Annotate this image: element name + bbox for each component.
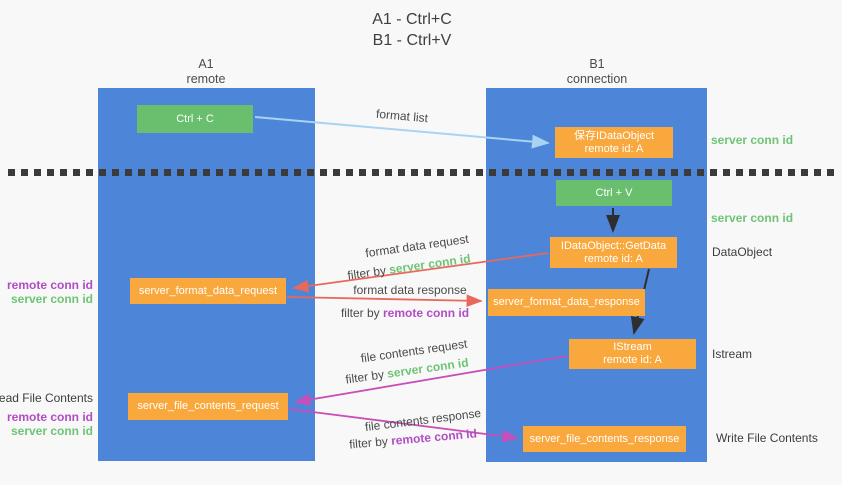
server-format-data-request-box: server_format_data_request: [130, 278, 286, 304]
server-conn-id-annotation-top: server conn id: [711, 133, 794, 147]
remote-conn-id-annotation-2: remote conn id: [6, 410, 93, 424]
server-conn-id-annotation-2: server conn id: [10, 424, 93, 438]
dataobject-annotation: DataObject: [712, 245, 773, 259]
column-a1-name: A1: [198, 57, 214, 71]
ctrl-v-label: Ctrl + V: [595, 186, 633, 199]
remote-conn-id-text: remote conn id: [383, 306, 470, 320]
title-line-1: A1 - Ctrl+C: [372, 11, 452, 28]
read-file-contents-annotation: Read File Contents: [0, 391, 93, 405]
istream-box: IStream remote id: A: [569, 339, 696, 369]
filter-by-text: filter by: [340, 306, 380, 320]
column-b1-name: B1: [589, 57, 605, 71]
server-format-data-response-box: server_format_data_response: [488, 289, 645, 316]
column-a1-subtitle: remote: [186, 72, 226, 86]
server-file-contents-response-label: server_file_contents_response: [529, 432, 680, 445]
remote-conn-id-annotation-1: remote conn id: [6, 278, 93, 292]
format-data-response-label: format data response: [353, 283, 467, 297]
format-data-response-filter-label: filter by remote conn id: [341, 306, 469, 320]
istream-line1: IStream: [613, 341, 652, 353]
save-idataobject-box: 保存IDataObject remote id: A: [555, 127, 673, 158]
server-file-contents-request-box: server_file_contents_request: [128, 393, 288, 420]
save-idataobject-line2: remote id: A: [584, 142, 644, 155]
diagram-title: A1 - Ctrl+C B1 - Ctrl+V: [372, 9, 452, 51]
column-header-b1: B1 connection: [567, 57, 627, 87]
getdata-line2: remote id: A: [584, 252, 643, 265]
save-idataobject-line1: 保存IDataObject: [573, 129, 655, 142]
idataobject-getdata-box: IDataObject::GetData remote id: A: [550, 237, 677, 268]
ctrl-c-label: Ctrl + C: [176, 112, 214, 125]
filter-by-text: filter by: [344, 367, 385, 387]
server-file-contents-request-label: server_file_contents_request: [137, 400, 279, 412]
server-file-contents-response-box: server_file_contents_response: [523, 426, 686, 452]
filter-by-text: filter by: [348, 434, 389, 452]
getdata-line1: IDataObject::GetData: [560, 239, 667, 252]
column-b1-subtitle: connection: [566, 72, 628, 86]
istream-annotation: Istream: [712, 347, 753, 361]
ctrl-c-box: Ctrl + C: [137, 105, 253, 133]
server-conn-id-annotation-mid: server conn id: [711, 211, 794, 225]
remote-conn-id-text: remote conn id: [390, 426, 478, 448]
istream-line2: remote id: A: [603, 354, 662, 366]
column-header-a1: A1 remote: [187, 57, 226, 87]
format-list-label: format list: [375, 106, 429, 126]
title-line-2: B1 - Ctrl+V: [372, 32, 452, 49]
ctrl-v-box: Ctrl + V: [556, 180, 672, 206]
filter-by-text: filter by: [346, 263, 387, 283]
machine-boundary-dotted-line: [8, 169, 834, 176]
server-conn-id-annotation-1: server conn id: [10, 292, 93, 306]
server-format-data-response-label: server_format_data_response: [493, 296, 640, 308]
write-file-contents-annotation: Write File Contents: [716, 431, 818, 445]
format-data-response-arrow: [286, 294, 483, 308]
server-format-data-request-label: server_format_data_request: [138, 284, 278, 297]
